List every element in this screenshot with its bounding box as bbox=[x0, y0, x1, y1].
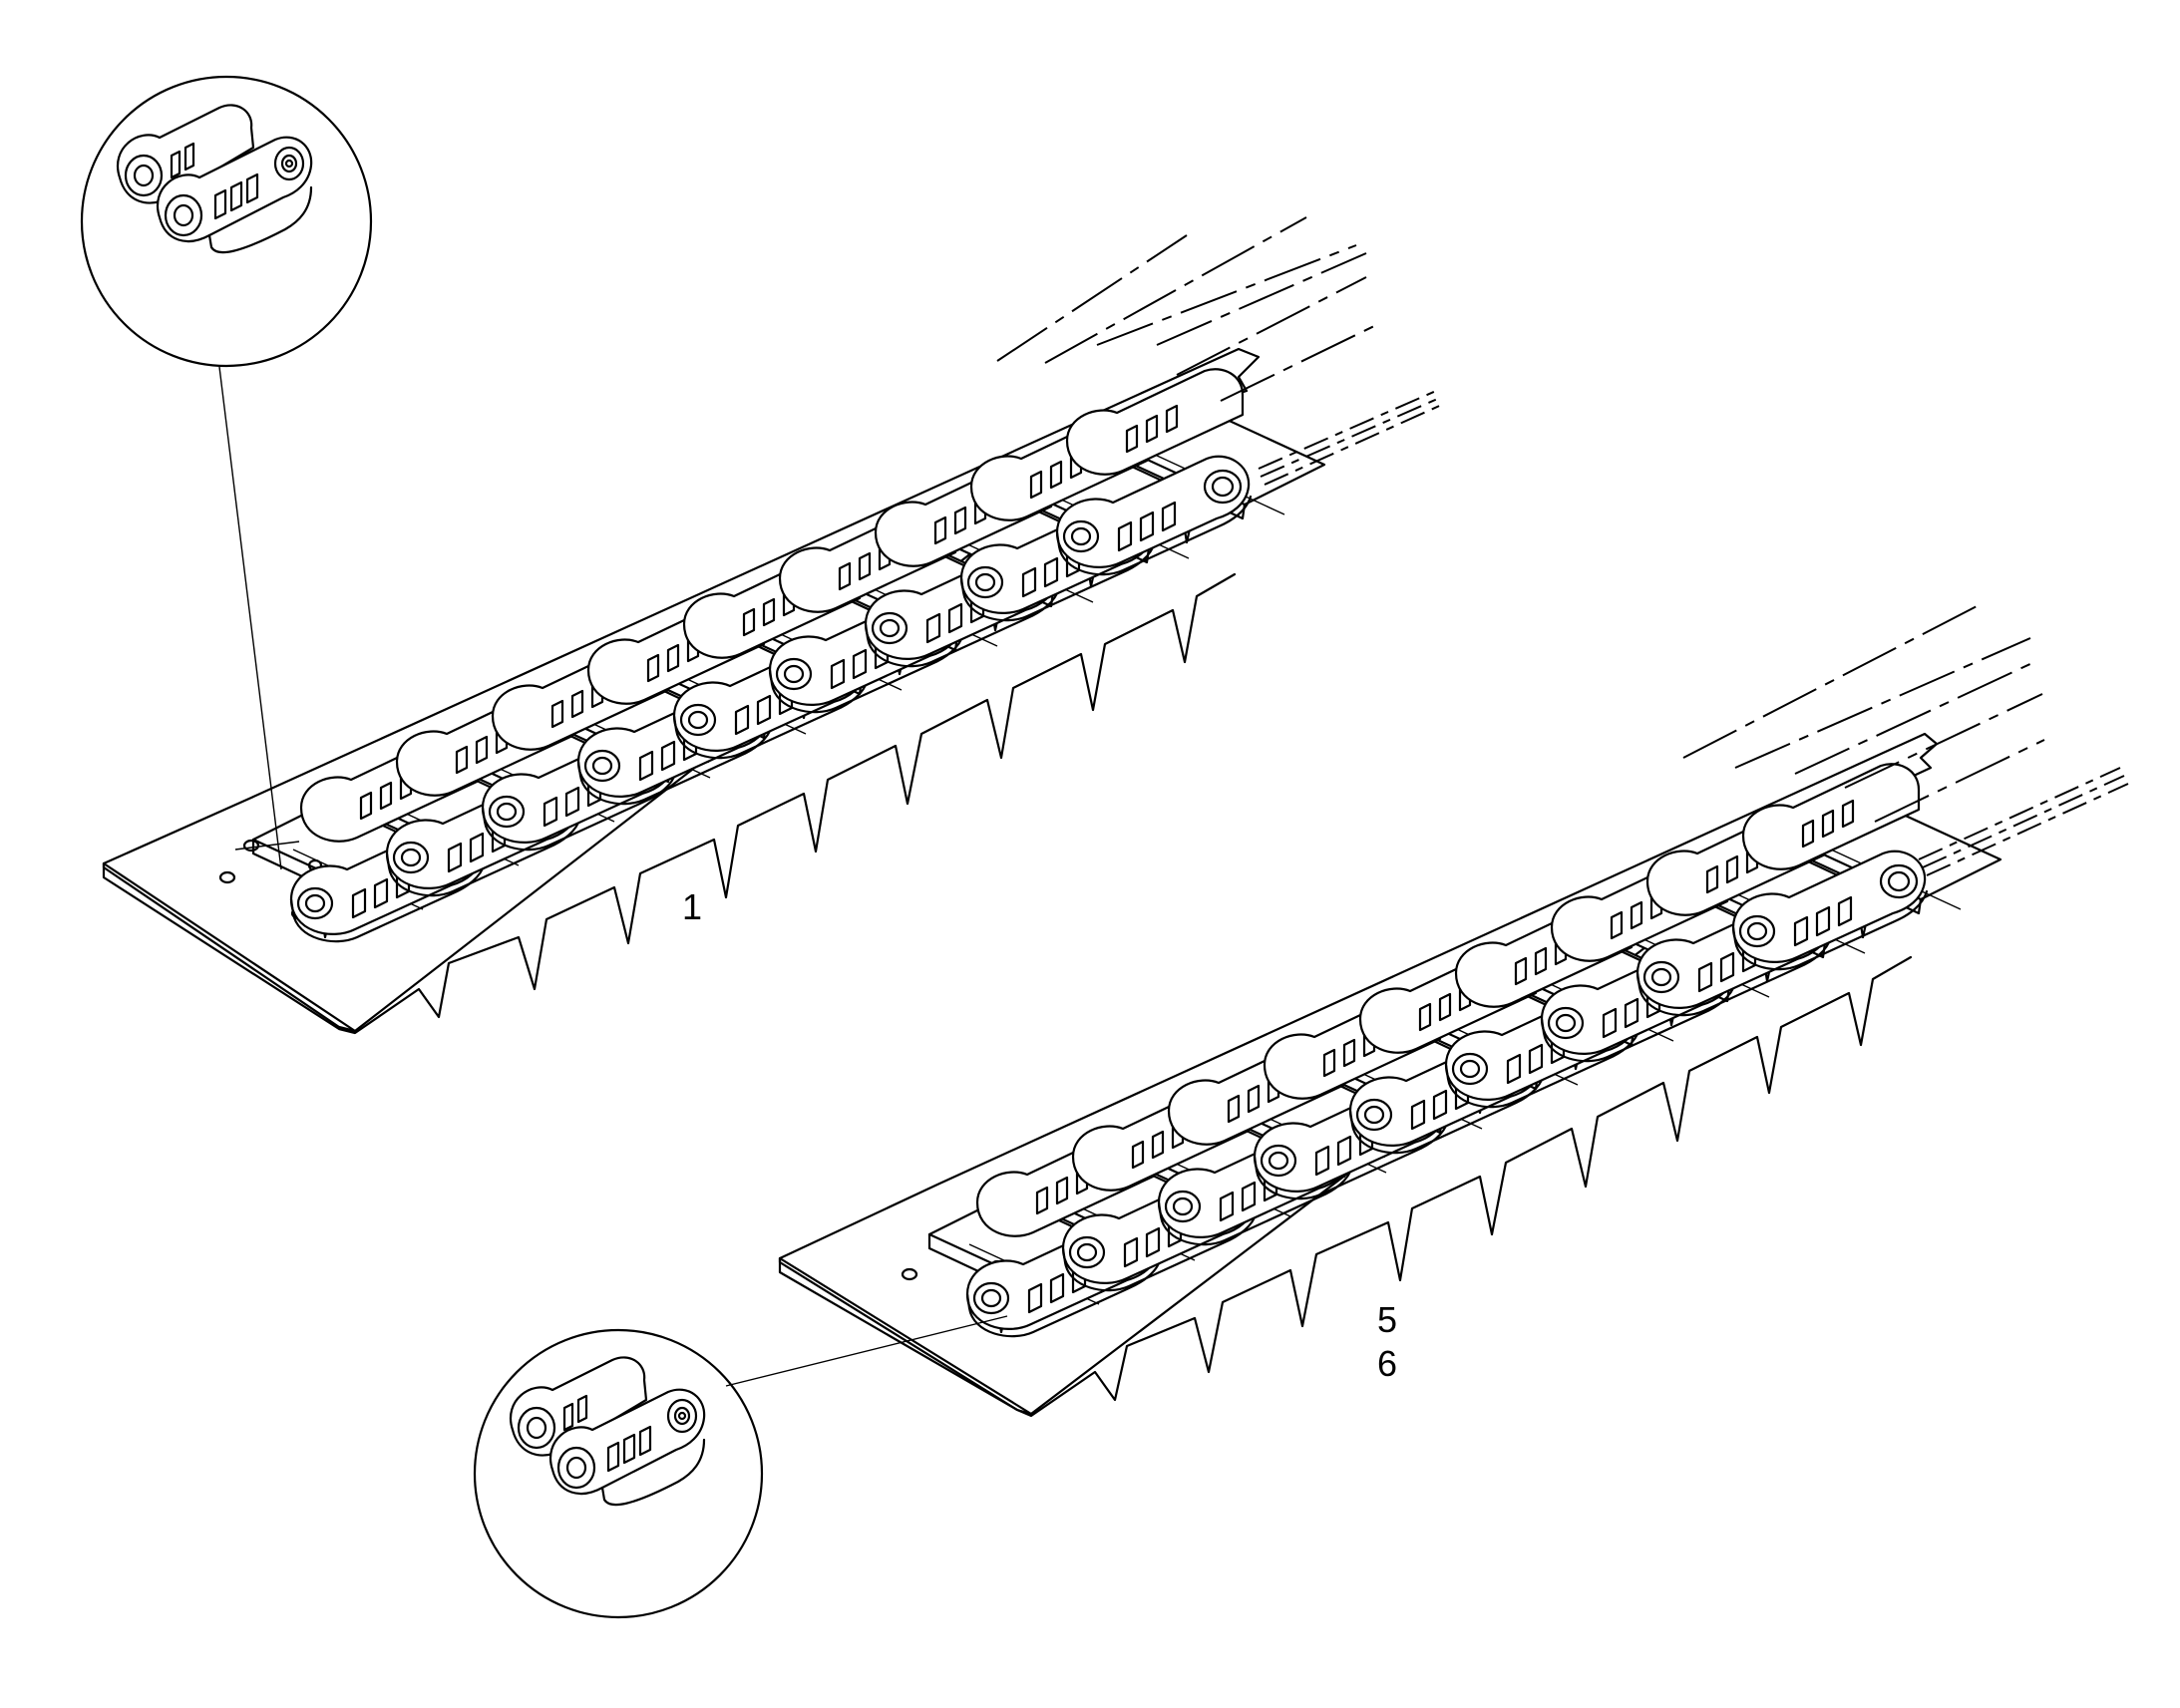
upper-track-assembly bbox=[102, 216, 1447, 1035]
detail-upper bbox=[80, 75, 373, 870]
callout-item-5: 5 bbox=[1377, 1299, 1398, 1340]
callout-item-1: 1 bbox=[682, 886, 703, 927]
callout-item-6: 6 bbox=[1377, 1343, 1398, 1384]
detail-lower bbox=[473, 1315, 1008, 1619]
lower-track-assembly bbox=[778, 601, 2129, 1418]
